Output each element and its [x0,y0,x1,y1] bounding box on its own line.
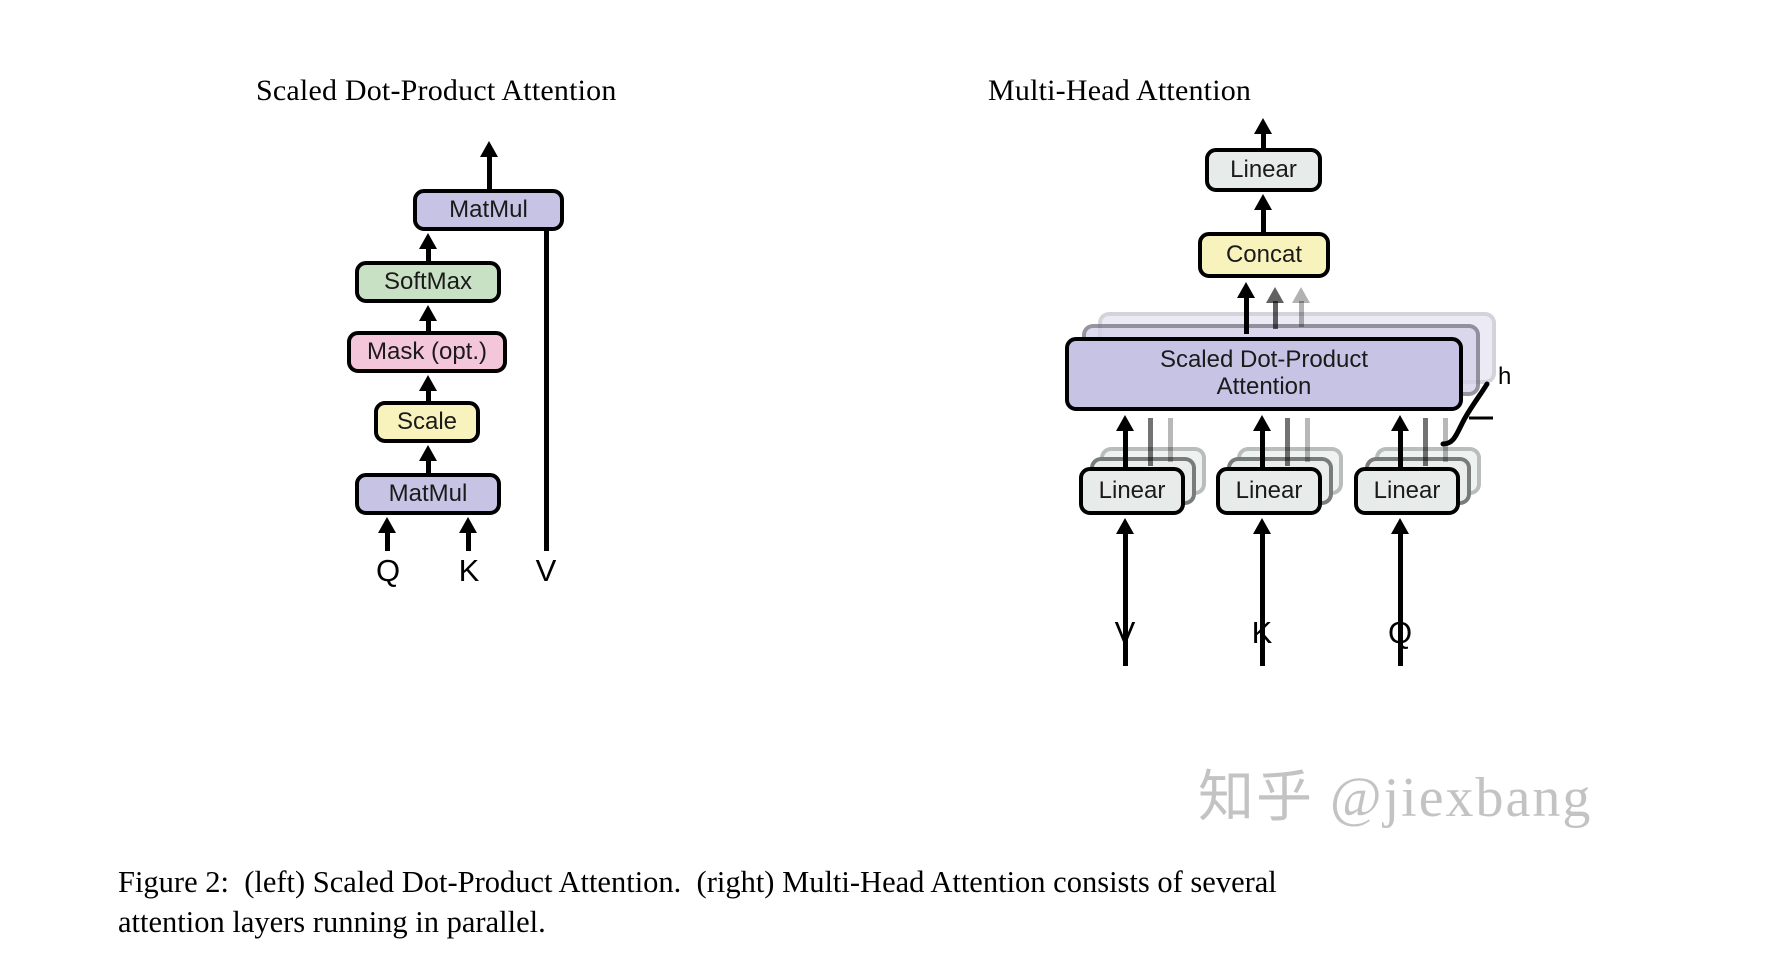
right-node-linear-q: Linear [1354,467,1460,515]
right-input-label-v: V [1114,615,1136,650]
right-input-label-k: K [1251,615,1273,650]
arrow-linear-v-to-attention-back [1168,418,1173,462]
left-input-label-v: V [535,553,557,588]
heads-brace-icon [1440,381,1493,447]
right-node-linear-top: Linear [1205,148,1322,192]
right-node-concat: Concat [1198,232,1330,278]
arrow-linear-q-to-attention-mid [1423,418,1428,466]
right-node-linear-k: Linear [1216,467,1322,515]
left-node-matmul-bottom: MatMul [355,473,501,515]
arrow-linear-k-to-attention-back [1305,418,1310,462]
left-node-softmax: SoftMax [355,261,501,303]
caption-line-1: Figure 2: (left) Scaled Dot-Product Atte… [118,865,1277,899]
caption-line-2: attention layers running in parallel. [118,905,546,940]
watermark-text: 知乎 @jiexbang [1198,767,1593,829]
right-input-label-q: Q [1387,615,1413,650]
left-input-label-k: K [458,553,480,588]
left-node-mask: Mask (opt.) [347,331,507,373]
arrow-linear-v-to-attention-mid [1148,418,1153,466]
right-node-scaled-dot-product-attention: Scaled Dot-Product Attention [1065,337,1463,411]
heads-count-label: h [1498,363,1512,390]
left-input-label-q: Q [375,553,401,588]
left-node-matmul-top: MatMul [413,189,564,231]
arrow-linear-k-to-attention-mid [1285,418,1290,466]
right-node-linear-v: Linear [1079,467,1185,515]
figure-caption: Figure 2: (left) Scaled Dot-Product Atte… [118,862,1718,943]
arrow-linear-q-to-attention-back [1443,418,1448,462]
left-node-scale: Scale [374,401,480,443]
right-panel-title: Multi-Head Attention [988,74,1252,107]
left-panel-title: Scaled Dot-Product Attention [256,74,617,107]
